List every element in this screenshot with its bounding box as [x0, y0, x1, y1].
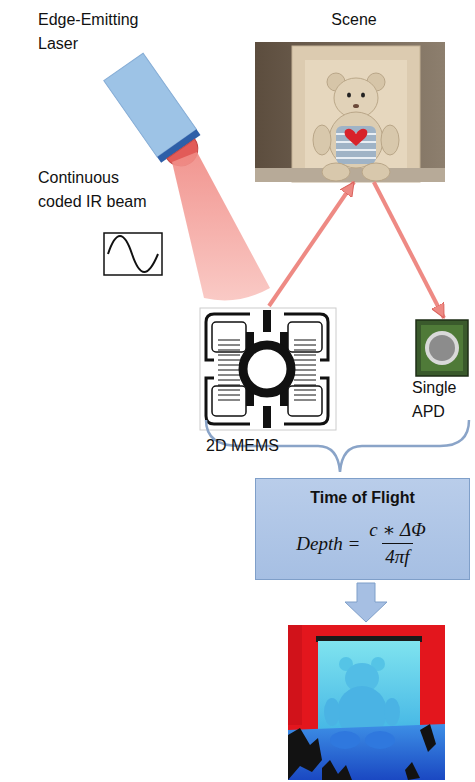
- depth-formula: Depth = c ∗ ΔΦ4πf: [296, 519, 428, 568]
- node-label: Edge-Emitting Laser: [38, 8, 160, 56]
- mems-node: 2D MEMS: [200, 306, 338, 458]
- apd-icon: [416, 320, 468, 376]
- formula-fraction: c ∗ ΔΦ4πf: [366, 519, 428, 568]
- mems-chip: [200, 308, 336, 430]
- merge-brace: [206, 420, 469, 472]
- down-arrow: [345, 583, 387, 622]
- box-title: Time of Flight: [310, 487, 415, 509]
- formula-denominator: 4πf: [382, 543, 412, 568]
- depth-map: [288, 625, 445, 780]
- light-path-arrow: [374, 182, 444, 318]
- light-path-arrow: [269, 182, 354, 306]
- laser-node: Edge-Emitting Laser: [38, 8, 160, 62]
- beam-label: Continuous coded IR beam: [38, 166, 158, 214]
- node-label: Scene: [255, 8, 453, 32]
- time-of-flight-box: Time of FlightDepth = c ∗ ΔΦ4πf: [255, 478, 470, 580]
- formula-numerator: c ∗ ΔΦ: [366, 519, 428, 543]
- node-label: 2D MEMS: [206, 434, 338, 458]
- scene-photo: [255, 42, 445, 182]
- node-label: Single APD: [412, 376, 475, 424]
- apd-node: Single APD: [410, 318, 475, 424]
- formula-lhs: Depth =: [296, 533, 360, 555]
- scene-node: Scene: [255, 8, 453, 182]
- sine-symbol: [104, 233, 162, 275]
